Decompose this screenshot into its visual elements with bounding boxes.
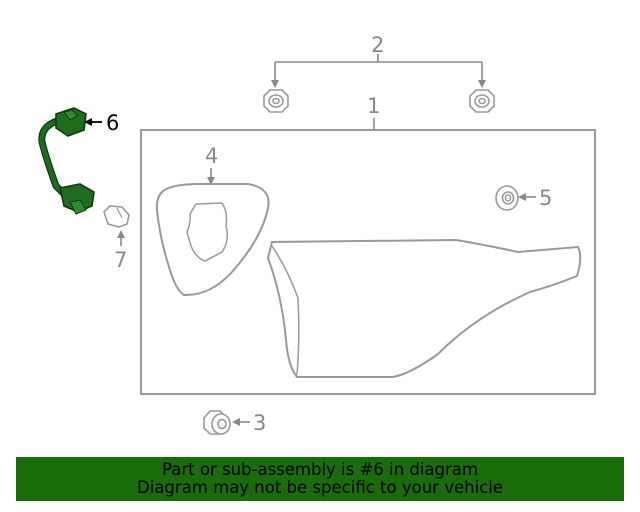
callout-7: 7 bbox=[114, 248, 127, 272]
callout-2: 2 bbox=[371, 33, 384, 57]
banner-line-1: Part or sub-assembly is #6 in diagram bbox=[162, 460, 478, 479]
callout-3-arrow bbox=[232, 418, 250, 426]
callout-4: 4 bbox=[205, 144, 218, 168]
callout-4-arrow bbox=[207, 168, 215, 185]
small-lens-inner bbox=[186, 202, 229, 262]
lamp-body bbox=[266, 238, 582, 378]
bulb-socket-detail bbox=[116, 207, 123, 219]
banner-line-2: Diagram may not be specific to your vehi… bbox=[137, 478, 503, 497]
callout-7-arrow bbox=[117, 230, 125, 246]
callout-6: 6 bbox=[106, 111, 119, 135]
callout-1: 1 bbox=[367, 94, 380, 118]
nut-left bbox=[263, 89, 289, 113]
callout-5: 5 bbox=[539, 186, 552, 210]
wire-harness bbox=[38, 107, 95, 215]
grommet bbox=[495, 185, 519, 211]
callout-5-arrow bbox=[518, 193, 536, 201]
clip bbox=[203, 410, 231, 435]
panel-box bbox=[140, 129, 596, 395]
callout-6-arrow bbox=[84, 118, 102, 126]
info-banner: Part or sub-assembly is #6 in diagram Di… bbox=[16, 457, 624, 501]
bulb-socket bbox=[103, 205, 130, 228]
callout-3: 3 bbox=[253, 411, 266, 435]
nut-right bbox=[469, 89, 495, 113]
lamp-edge bbox=[271, 245, 300, 376]
callout-2-bracket bbox=[271, 54, 486, 88]
small-lens bbox=[155, 183, 270, 297]
